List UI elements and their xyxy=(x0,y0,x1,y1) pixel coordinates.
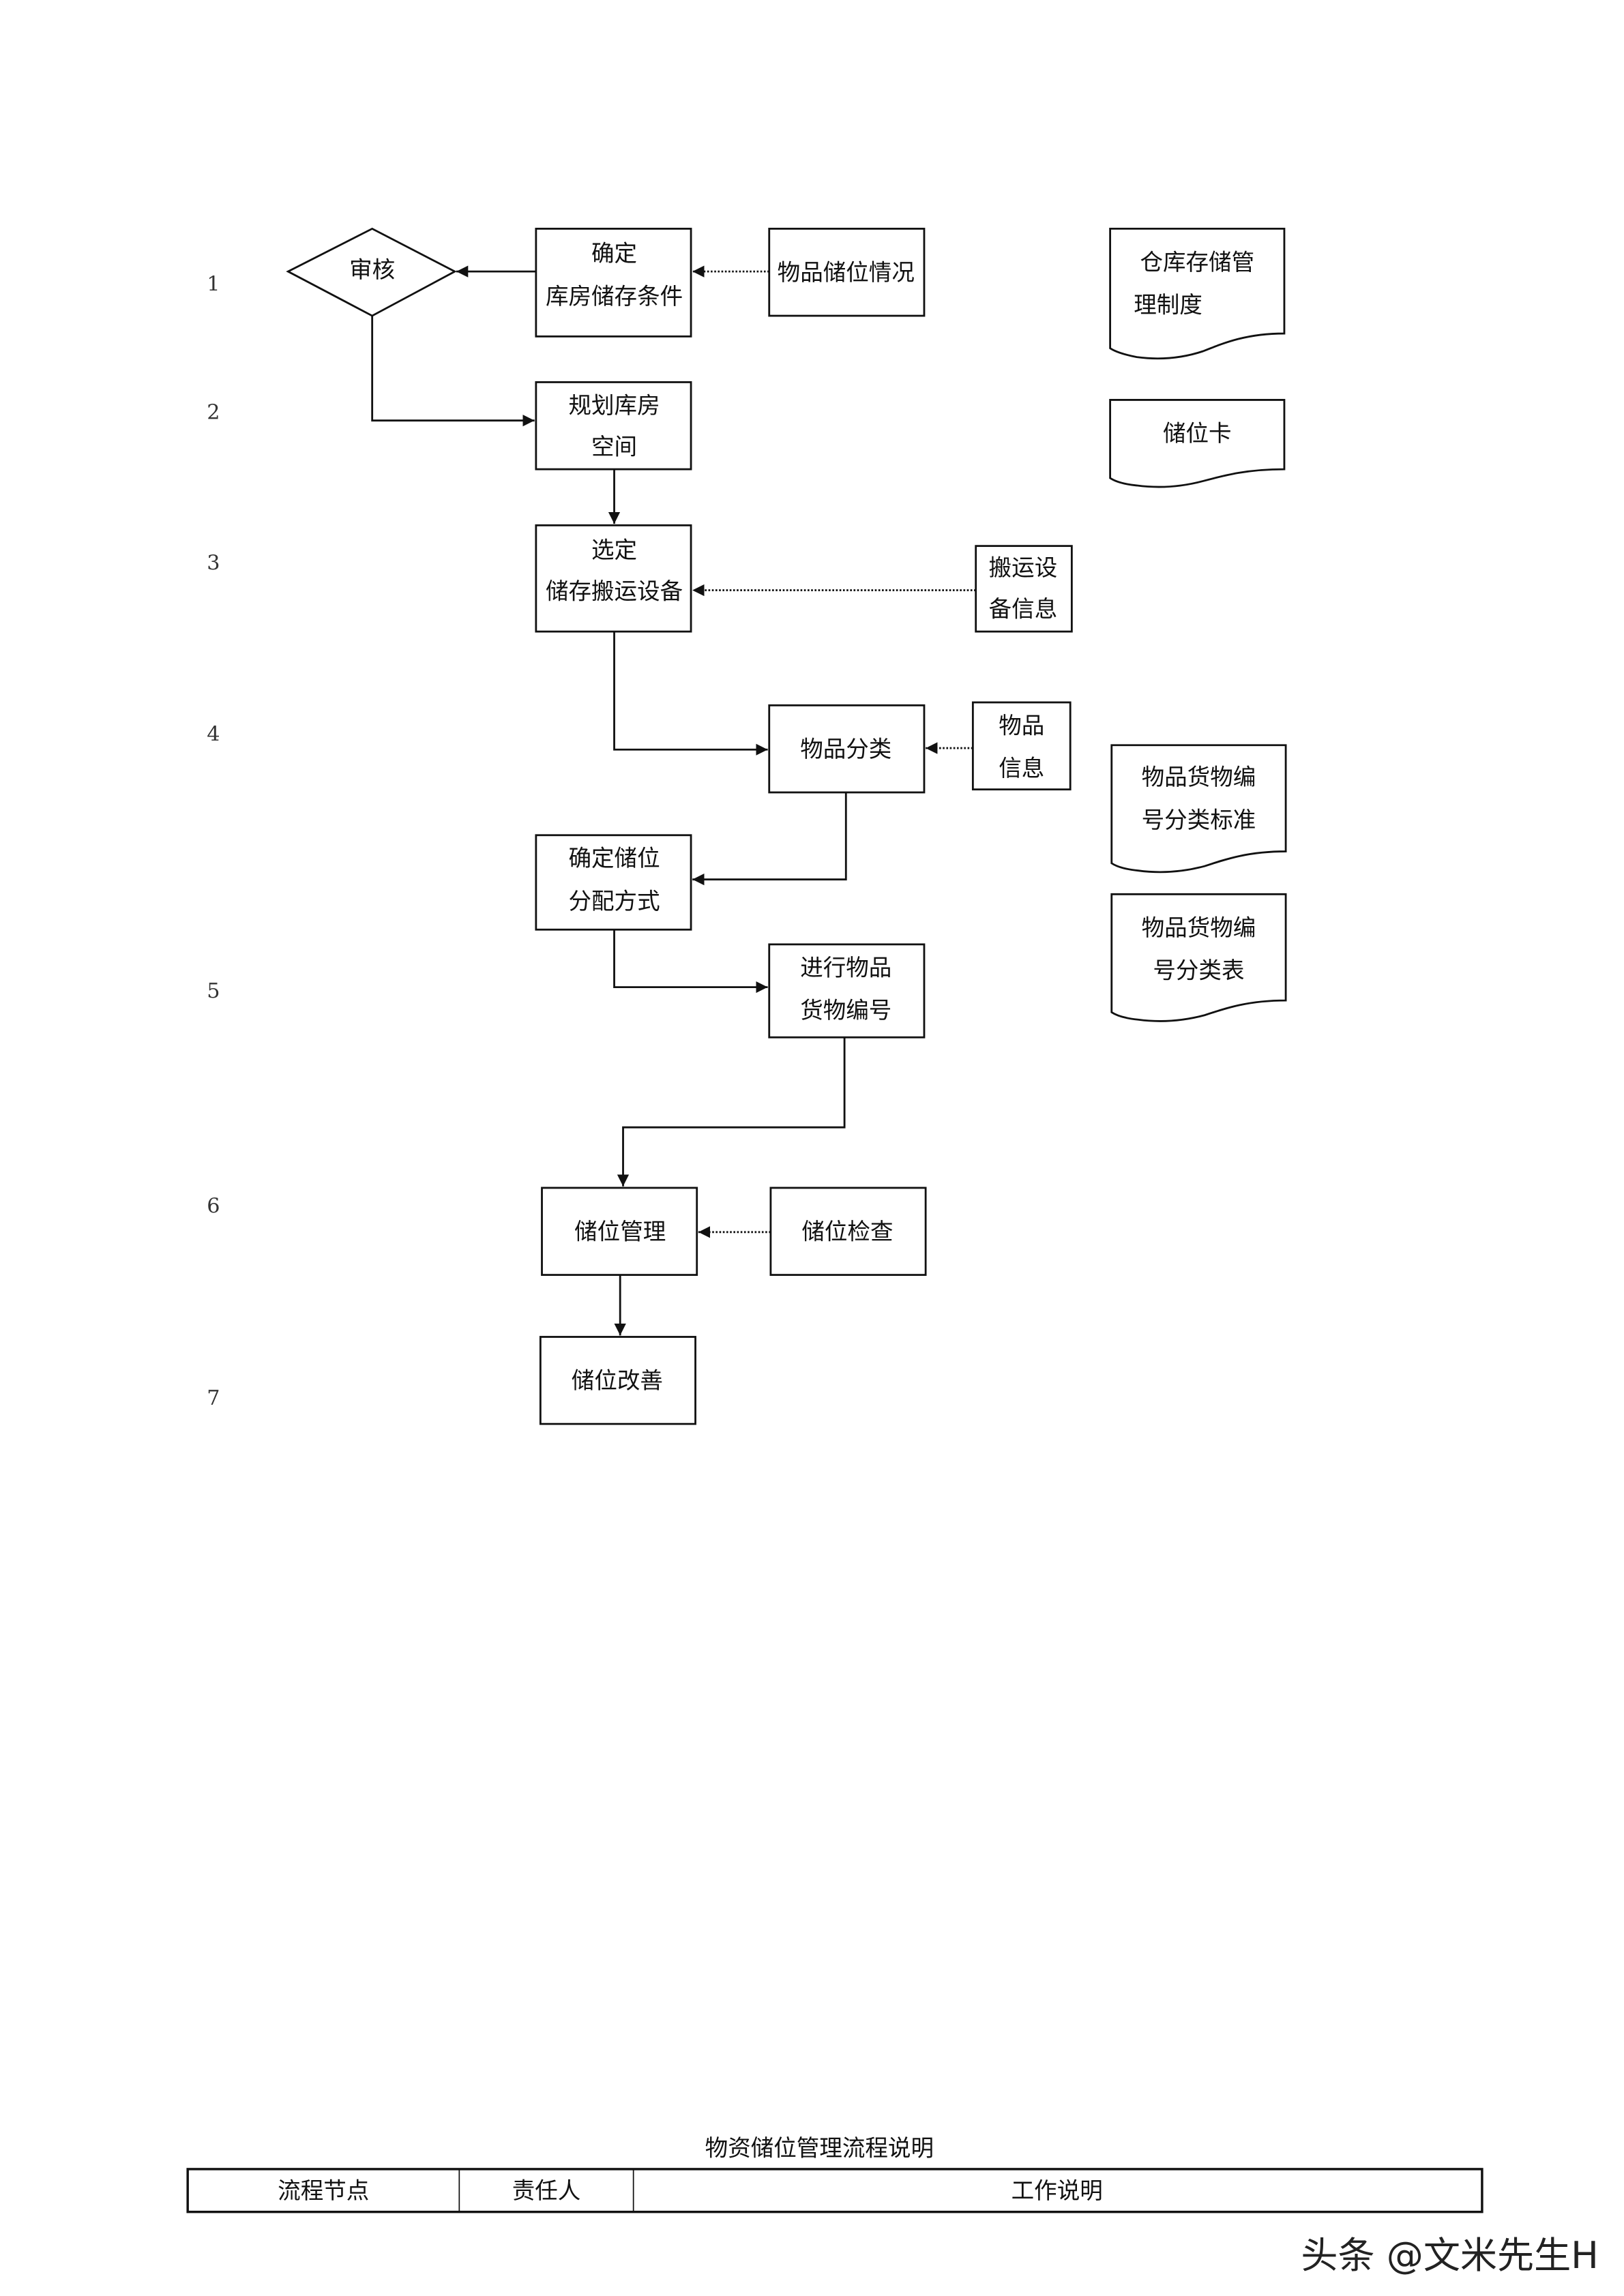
node-label: 储位改善 xyxy=(572,1367,663,1394)
node-label: 确定储位 xyxy=(568,845,660,871)
node-label: 储存搬运设备 xyxy=(546,578,683,605)
arrow-classify-to-allocation xyxy=(692,792,847,886)
node-equipment-info: 搬运设 备信息 xyxy=(975,545,1073,633)
step-number: 2 xyxy=(207,401,220,425)
arrow-review-to-plan xyxy=(371,316,535,427)
doc-label: 物品货物编 xyxy=(1142,914,1256,941)
node-label: 信息 xyxy=(999,755,1044,781)
node-label: 空间 xyxy=(591,433,637,460)
doc-label: 仓库存储管 xyxy=(1140,249,1254,275)
node-label: 选定 xyxy=(591,537,637,563)
node-allocation: 确定储位 分配方式 xyxy=(535,834,692,931)
watermark: 头条 @文米先生H xyxy=(1301,2234,1598,2277)
step-number: 6 xyxy=(207,1195,220,1219)
step-number: 3 xyxy=(207,551,220,575)
doc-location-card: 储位卡 xyxy=(1109,399,1286,488)
doc-label: 号分类标准 xyxy=(1142,807,1256,833)
doc-coding-table: 物品货物编 号分类表 xyxy=(1110,893,1287,1022)
table-title: 物资储位管理流程说明 xyxy=(705,2134,934,2161)
node-label: 分配方式 xyxy=(568,888,660,914)
node-numbering: 进行物品 货物编号 xyxy=(768,943,926,1039)
node-label: 物品分类 xyxy=(800,736,891,762)
node-location-improve: 储位改善 xyxy=(539,1336,696,1425)
connectors xyxy=(371,265,976,1336)
step-number: 4 xyxy=(207,722,220,746)
step-number: 7 xyxy=(207,1386,220,1410)
node-item-info: 物品 信息 xyxy=(971,701,1072,791)
table-header: 流程节点 xyxy=(278,2177,369,2204)
node-label: 进行物品 xyxy=(800,954,891,981)
node-classify: 物品分类 xyxy=(768,704,926,794)
doc-label: 理制度 xyxy=(1134,292,1202,318)
arrow-allocation-to-numbering xyxy=(613,929,768,994)
arrow-numbering-to-mgmt xyxy=(617,1037,846,1187)
node-label: 审核 xyxy=(349,256,395,283)
doc-label: 物品货物编 xyxy=(1142,764,1256,790)
node-select-equipment: 选定 储存搬运设备 xyxy=(535,524,692,633)
description-table: 流程节点 责任人 工作说明 xyxy=(186,2168,1483,2213)
doc-label: 号分类表 xyxy=(1153,957,1244,984)
table-header: 责任人 xyxy=(512,2177,581,2204)
doc-warehouse-rules: 仓库存储管 理制度 xyxy=(1109,227,1286,360)
node-label: 规划库房 xyxy=(568,392,660,419)
node-label: 确定 xyxy=(591,240,637,267)
node-label: 储位管理 xyxy=(574,1219,666,1245)
node-label: 货物编号 xyxy=(800,997,891,1024)
node-confirm-conditions: 确定 库房储存条件 xyxy=(535,227,692,338)
node-storage-status: 物品储位情况 xyxy=(768,227,926,317)
node-label: 搬运设 xyxy=(989,554,1058,581)
node-label: 储位检查 xyxy=(801,1219,893,1245)
node-location-check: 储位检查 xyxy=(769,1187,927,1277)
doc-label: 储位卡 xyxy=(1163,420,1232,447)
doc-coding-standard: 物品货物编 号分类标准 xyxy=(1110,744,1287,874)
step-number: 1 xyxy=(207,272,220,296)
table-header: 工作说明 xyxy=(1012,2177,1103,2204)
node-label: 物品 xyxy=(999,712,1044,739)
node-location-mgmt: 储位管理 xyxy=(541,1187,698,1277)
arrow-select-to-classify xyxy=(613,631,768,756)
node-plan-space: 规划库房 空间 xyxy=(535,381,692,471)
step-number: 5 xyxy=(207,979,220,1003)
decision-review: 审核 xyxy=(286,227,457,317)
node-label: 库房储存条件 xyxy=(546,283,683,310)
step-numbers: 1 2 3 4 5 6 7 xyxy=(207,272,220,1410)
node-label: 备信息 xyxy=(989,596,1058,623)
node-label: 物品储位情况 xyxy=(778,259,915,286)
